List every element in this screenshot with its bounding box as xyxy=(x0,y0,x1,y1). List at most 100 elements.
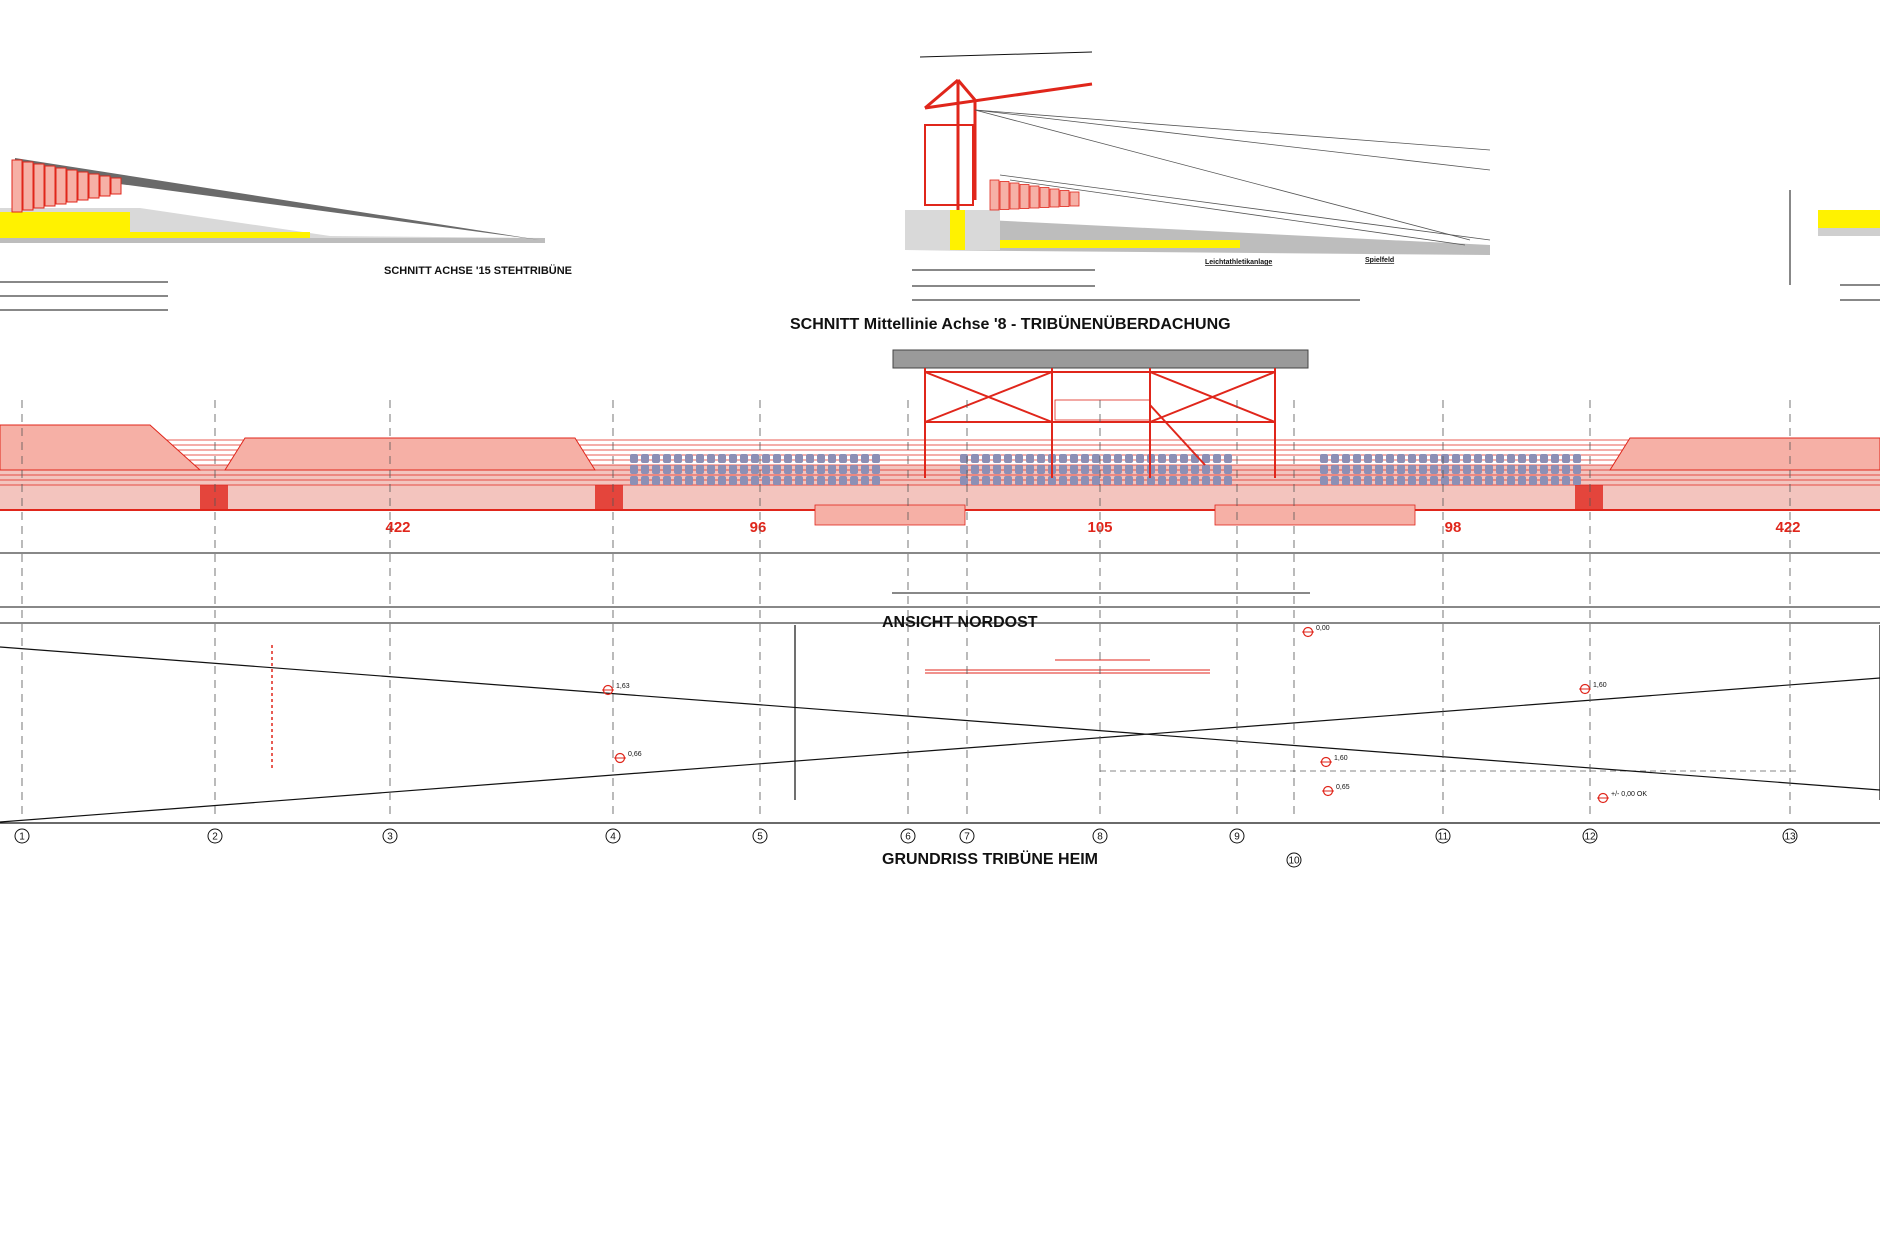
seat xyxy=(1191,476,1199,485)
seat xyxy=(1331,454,1339,463)
seat xyxy=(1125,465,1133,474)
seat xyxy=(1430,476,1438,485)
seat xyxy=(729,454,737,463)
elevation-value: 1,60 xyxy=(1334,755,1348,762)
seat xyxy=(707,465,715,474)
seat xyxy=(1573,454,1581,463)
seat xyxy=(1103,465,1111,474)
elevation-title: ANSICHT NORDOST xyxy=(882,614,1038,631)
seat xyxy=(982,465,990,474)
seat xyxy=(1529,454,1537,463)
seat xyxy=(971,454,979,463)
seat xyxy=(718,454,726,463)
seating-rows xyxy=(630,454,1581,485)
seat xyxy=(696,476,704,485)
seat xyxy=(1408,465,1416,474)
seat xyxy=(1408,476,1416,485)
seat xyxy=(1103,476,1111,485)
plan-title: GRUNDRISS TRIBÜNE HEIM xyxy=(882,849,1098,868)
elevation-section-number: 96 xyxy=(750,519,767,536)
seat xyxy=(1474,465,1482,474)
seat xyxy=(1408,454,1416,463)
seat xyxy=(1026,454,1034,463)
seat xyxy=(1463,465,1471,474)
axis-label: 8 xyxy=(1097,832,1103,843)
axis-label: 13 xyxy=(1784,832,1796,843)
seat xyxy=(861,465,869,474)
section-8-step xyxy=(1019,184,1030,209)
seat xyxy=(663,465,671,474)
seat xyxy=(993,465,1001,474)
seat xyxy=(1191,465,1199,474)
elevation-value: 1,63 xyxy=(616,683,630,690)
axis-bubble xyxy=(752,828,768,844)
axis-bubble xyxy=(1435,828,1451,844)
section-8-step xyxy=(1029,185,1040,209)
seat xyxy=(1081,476,1089,485)
section-8-roof-truss xyxy=(924,78,1093,210)
seat xyxy=(872,476,880,485)
section-15-step xyxy=(33,163,45,209)
axis-label: 9 xyxy=(1234,832,1240,843)
seat xyxy=(806,454,814,463)
seat xyxy=(674,465,682,474)
seat xyxy=(1485,465,1493,474)
seat xyxy=(652,454,660,463)
seat xyxy=(1518,465,1526,474)
seat xyxy=(696,465,704,474)
seat xyxy=(1562,454,1570,463)
seat xyxy=(993,454,1001,463)
seat xyxy=(674,454,682,463)
seat xyxy=(1331,465,1339,474)
elevation-value: 0,00 xyxy=(1316,625,1330,632)
section-15-title: SCHNITT ACHSE '15 STEHTRIBÜNE xyxy=(384,264,572,277)
section-8-step xyxy=(1049,188,1060,208)
seat xyxy=(663,454,671,463)
seat xyxy=(685,465,693,474)
seat xyxy=(773,454,781,463)
seat xyxy=(1540,476,1548,485)
seat xyxy=(817,454,825,463)
seat xyxy=(784,454,792,463)
seat xyxy=(1202,454,1210,463)
standing-stand-right xyxy=(1609,437,1880,471)
seat xyxy=(1015,454,1023,463)
seat xyxy=(685,454,693,463)
seat xyxy=(1353,465,1361,474)
seat xyxy=(751,465,759,474)
seat xyxy=(641,465,649,474)
seat xyxy=(729,465,737,474)
seat xyxy=(1474,454,1482,463)
seat xyxy=(1441,476,1449,485)
axis-bubble xyxy=(1582,828,1598,844)
seat xyxy=(850,476,858,485)
seat xyxy=(1551,465,1559,474)
seat xyxy=(850,465,858,474)
seat xyxy=(1474,476,1482,485)
seat xyxy=(982,476,990,485)
seat xyxy=(971,465,979,474)
seat xyxy=(1364,476,1372,485)
playfield-label: Spielfeld xyxy=(1365,257,1394,264)
section-15-step xyxy=(88,173,100,199)
seat xyxy=(1430,454,1438,463)
plan-edge-diagonal-b xyxy=(0,677,1880,823)
axis-bubble xyxy=(1229,828,1245,844)
seat xyxy=(1320,476,1328,485)
seat xyxy=(960,454,968,463)
seat xyxy=(1364,465,1372,474)
seat xyxy=(1463,476,1471,485)
seat xyxy=(1452,476,1460,485)
seat xyxy=(1551,454,1559,463)
seat xyxy=(696,454,704,463)
elevation-section-number: 422 xyxy=(385,519,410,536)
seat xyxy=(1224,454,1232,463)
seat xyxy=(1419,465,1427,474)
seat xyxy=(1059,476,1067,485)
seat xyxy=(817,476,825,485)
seat xyxy=(1158,454,1166,463)
seat xyxy=(740,465,748,474)
seat xyxy=(1364,454,1372,463)
seat xyxy=(1386,465,1394,474)
